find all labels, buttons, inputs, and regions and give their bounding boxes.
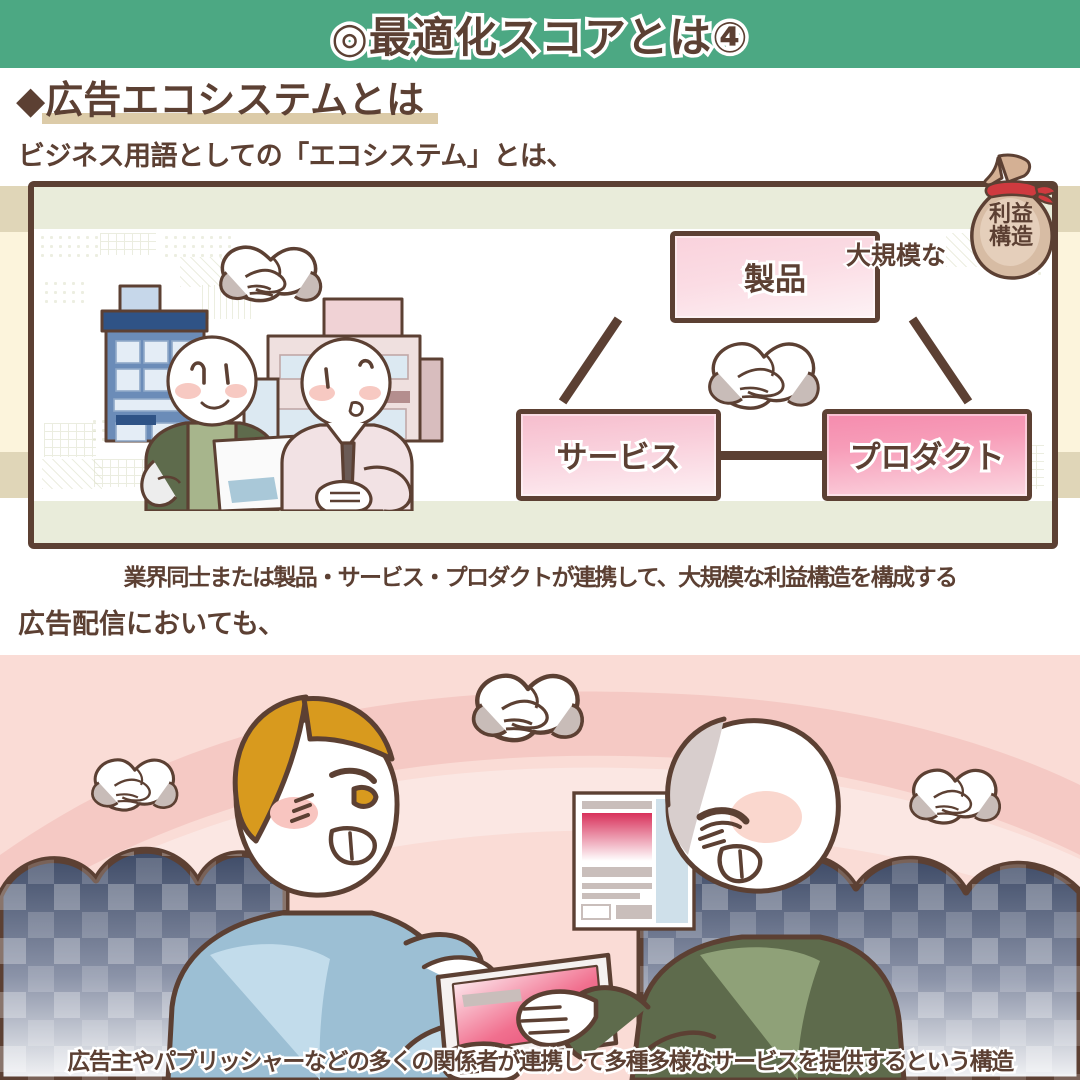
node-product-top[interactable]: 製品 — [670, 230, 880, 323]
section-heading: ◆広告エコシステムとは — [16, 80, 439, 124]
node-service[interactable]: サービス — [516, 408, 721, 501]
node-product[interactable]: プロダクト — [822, 408, 1032, 501]
profit-structure-group: 大規模な 利益 構造 — [844, 150, 1072, 282]
connector-left — [558, 316, 623, 405]
texture-dots — [38, 232, 98, 263]
people-illustration — [91, 673, 1001, 1080]
section-lead-text-2: 広告配信においても、 — [18, 608, 286, 639]
business-meeting-illustration — [64, 231, 484, 511]
connector-right — [908, 316, 973, 405]
bottom-caption: 広告主やパブリッシャーなどの多くの関係者が連携して多種多様なサービスを提供すると… — [65, 1046, 1017, 1077]
ecosystem-triangle-diagram: 製品 サービス プロダクト — [504, 230, 1034, 511]
ad-creative-mockup — [572, 791, 696, 931]
section-lead-text: ビジネス用語としての「エコシステム」とは、 — [18, 140, 573, 171]
ecosystem-section: ◆広告エコシステムとは ビジネス用語としての「エコシステム」とは、 大規模な 利… — [0, 68, 1080, 641]
ad-ecosystem-illustration-section: 広告主やパブリッシャーなどの多くの関係者が連携して多種多様なサービスを提供すると… — [0, 655, 1080, 1080]
panel-top-band — [34, 186, 1052, 229]
texture-grid — [44, 422, 96, 457]
diagram-caption: 業界同士または製品・サービス・プロダクトが連携して、大規模な利益構造を構成する — [123, 563, 958, 590]
texture-dots — [162, 232, 232, 259]
page-title: ◎最適化スコアとは④ — [328, 10, 751, 64]
section-heading-wrap: ◆広告エコシステムとは — [0, 68, 1080, 124]
texture-diag — [42, 458, 102, 489]
texture-grid — [100, 232, 156, 255]
connector-bottom — [712, 450, 838, 460]
ecosystem-panel: 製品 サービス プロダクト — [28, 180, 1058, 549]
page-header: ◎最適化スコアとは④ — [0, 0, 1080, 68]
section-heading-text: ◆広告エコシステムとは — [16, 80, 425, 122]
large-scale-label: 大規模な — [844, 240, 948, 272]
handshake-icon — [704, 335, 822, 427]
texture-dots — [42, 278, 88, 309]
money-bag-icon: 利益 構造 — [952, 150, 1072, 282]
